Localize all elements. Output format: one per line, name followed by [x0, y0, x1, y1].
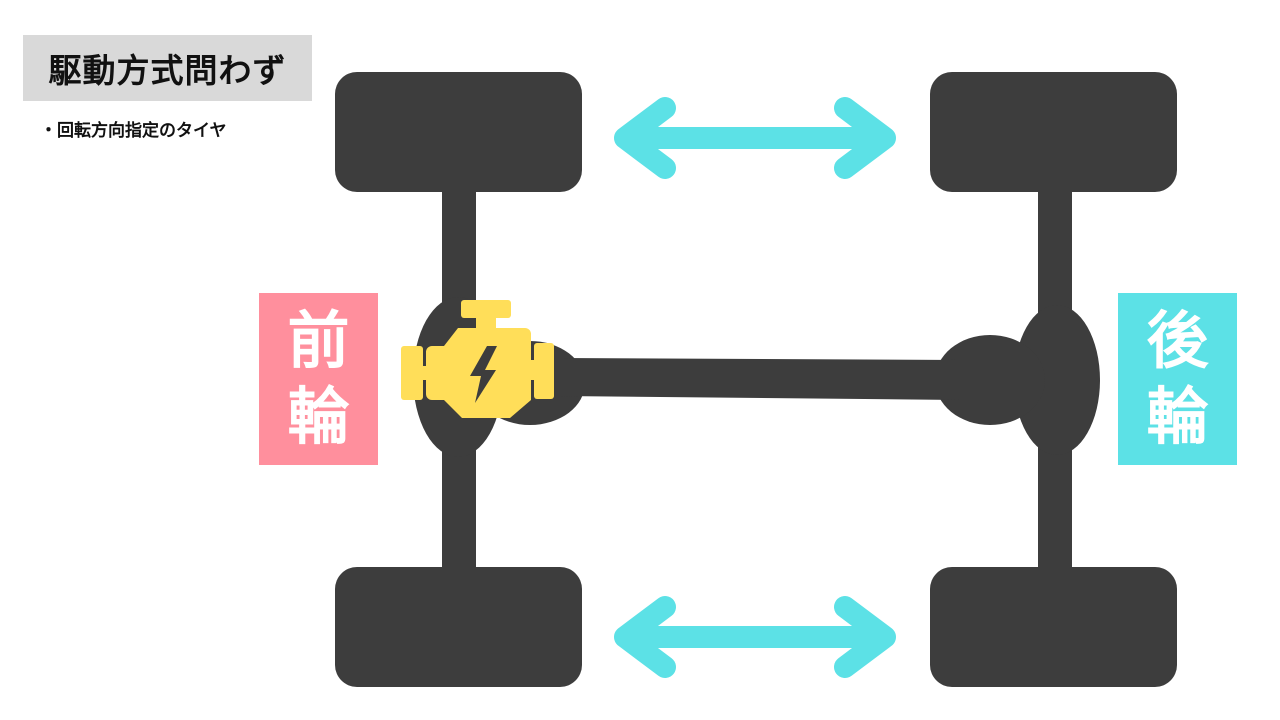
- rear-label-char-1: 後: [1146, 304, 1209, 377]
- lightning-icon: [470, 346, 497, 403]
- tire-rear-left: [930, 72, 1177, 192]
- rear-shaft-bulge: [935, 335, 1045, 425]
- front-label-char-2: 輪: [287, 380, 350, 453]
- tire-rear-right: [930, 567, 1177, 687]
- rear-differential: [1014, 305, 1100, 455]
- engine-icon: [401, 300, 554, 418]
- rear-wheel-label: 後 輪: [1118, 293, 1237, 465]
- double-arrow-icon: [614, 97, 896, 179]
- front-wheel-label: 前 輪: [259, 293, 378, 465]
- tire-front-left: [335, 72, 582, 192]
- title: 駆動方式問わず: [23, 35, 312, 101]
- drive-shaft: [560, 358, 960, 400]
- rear-label-char-2: 輪: [1146, 380, 1209, 453]
- front-label-char-1: 前: [287, 304, 350, 377]
- tire-front-right: [335, 567, 582, 687]
- subtitle-bullet: ・回転方向指定のタイヤ: [40, 121, 227, 141]
- double-arrow-icon: [614, 596, 896, 678]
